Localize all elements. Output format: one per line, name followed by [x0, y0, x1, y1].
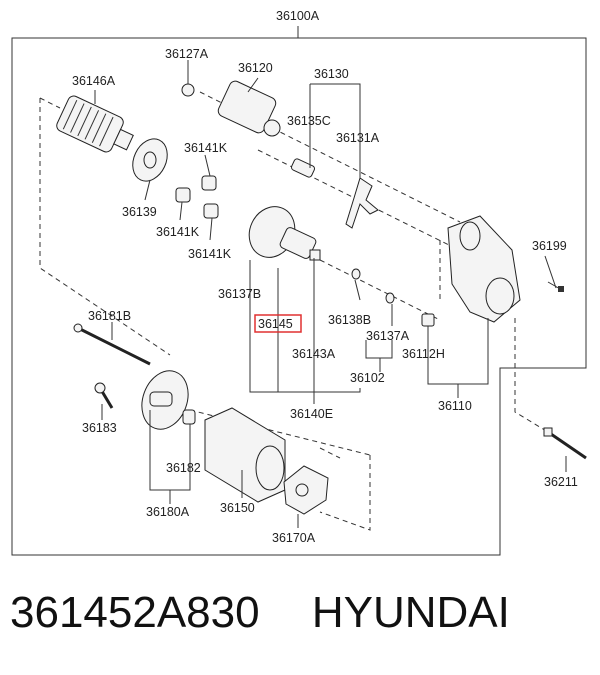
part-plunger-36135C — [290, 158, 316, 178]
assembly-frame — [11, 26, 587, 556]
part-nut-36127A — [181, 83, 195, 97]
part-brush-holder-36170A — [283, 465, 329, 515]
part-bushings-36141K — [175, 175, 219, 219]
caption: 361452A830 HYUNDAI — [10, 588, 590, 658]
part-screw-36183 — [94, 382, 114, 409]
part-cover-36180A — [141, 370, 189, 430]
label-36199: 36199 — [532, 239, 567, 253]
part-bolt-36211 — [543, 427, 587, 460]
label-36180A: 36180A — [146, 505, 190, 519]
label-36143A: 36143A — [292, 347, 336, 361]
label-36135C: 36135C — [287, 114, 331, 128]
label-36137B: 36137B — [218, 287, 261, 301]
part-number: 361452A830 — [10, 588, 260, 637]
leader-lines — [94, 60, 567, 528]
label-36138B: 36138B — [328, 313, 371, 327]
label-assembly: 36100A — [276, 9, 320, 23]
label-36150: 36150 — [220, 501, 255, 515]
part-rings-36138B-36137A — [351, 268, 435, 327]
part-housing-36110 — [447, 215, 564, 323]
part-solenoid-36120 — [217, 80, 281, 137]
part-bush-36182 — [182, 409, 196, 425]
part-plate-36139 — [132, 138, 168, 182]
label-36182: 36182 — [166, 461, 201, 475]
label-36211: 36211 — [544, 475, 578, 489]
label-36146A: 36146A — [72, 74, 116, 88]
part-yoke-36150 — [204, 407, 286, 503]
brand-name: HYUNDAI — [311, 588, 510, 637]
label-36120: 36120 — [238, 61, 273, 75]
part-lever-36131A — [345, 177, 379, 229]
label-36131A: 36131A — [336, 131, 380, 145]
part-clutch-36137B — [248, 206, 321, 261]
label-36137A: 36137A — [366, 329, 410, 343]
label-36183: 36183 — [82, 421, 117, 435]
label-36110: 36110 — [438, 399, 472, 413]
label-36170A: 36170A — [272, 531, 316, 545]
highlight-box — [254, 314, 302, 333]
label-36112H: 36112H — [402, 347, 445, 361]
label-36130: 36130 — [314, 67, 349, 81]
label-36102: 36102 — [350, 371, 385, 385]
part-labels: 36100A 36127A 36120 36130 36146A 36135C … — [72, 9, 578, 545]
label-36127A: 36127A — [165, 47, 209, 61]
label-36140E: 36140E — [290, 407, 333, 421]
label-36141K-2: 36141K — [156, 225, 200, 239]
part-armature-36146A — [56, 95, 134, 153]
label-36139: 36139 — [122, 205, 157, 219]
label-36141K-1: 36141K — [184, 141, 228, 155]
label-36181B: 36181B — [88, 309, 131, 323]
part-bolt-36181B — [73, 323, 151, 366]
label-36145-highlighted: 36145 — [258, 317, 293, 331]
label-36141K-3: 36141K — [188, 247, 232, 261]
